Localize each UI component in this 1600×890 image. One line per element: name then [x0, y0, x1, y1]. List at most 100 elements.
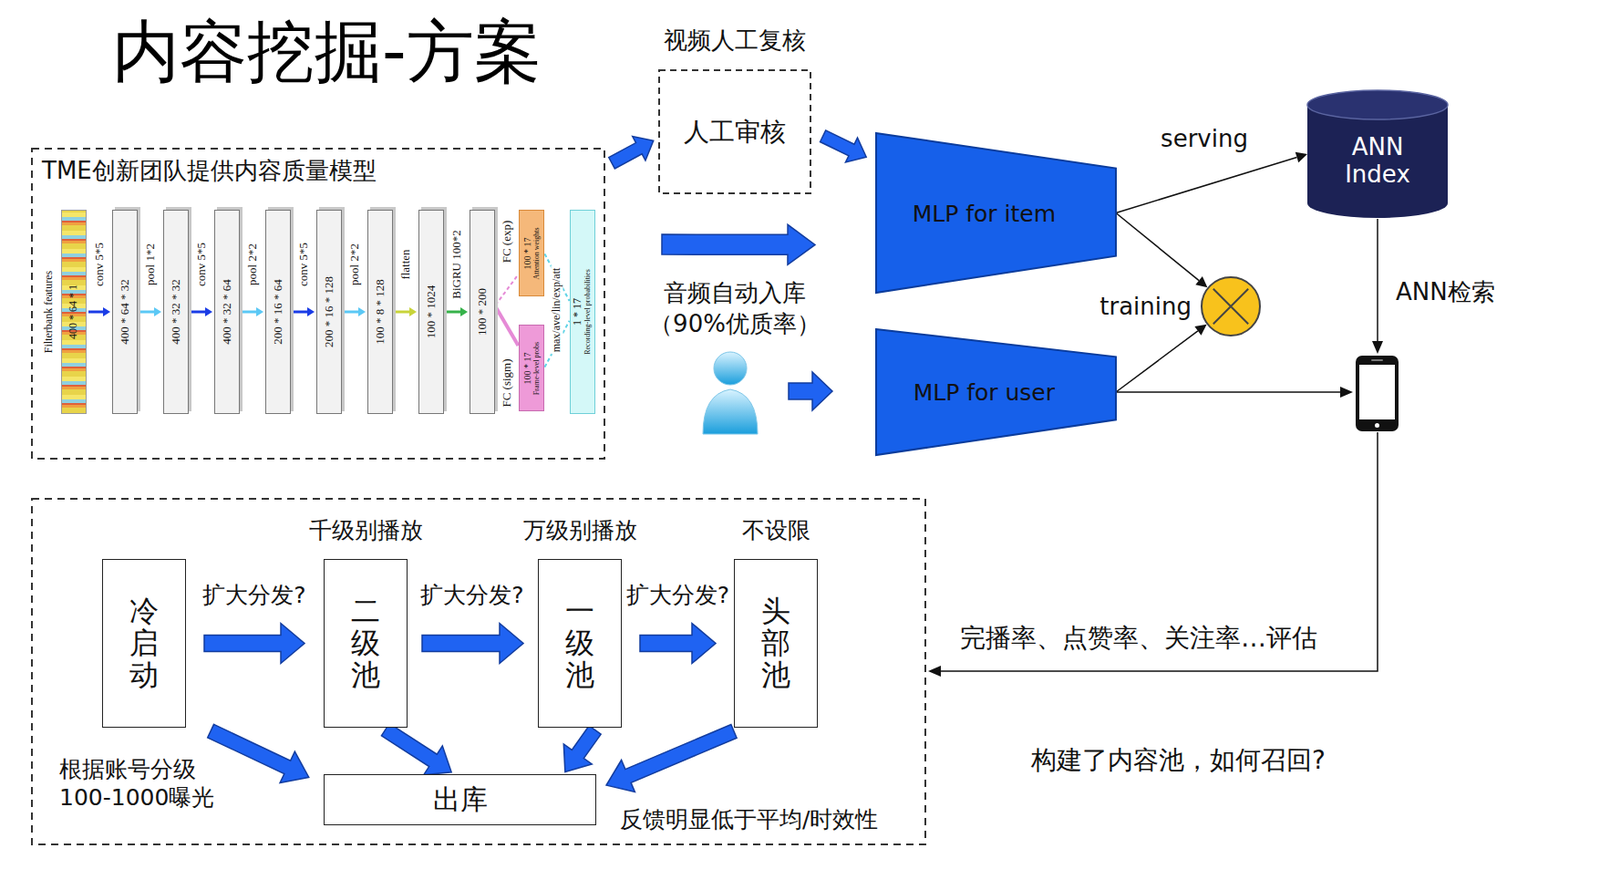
connector: [1115, 213, 1208, 289]
cylinder-top: [1307, 90, 1448, 120]
frame-block: 100 * 17Frame-level probs: [518, 324, 545, 412]
connector: [190, 307, 213, 317]
arrow-head: [1340, 386, 1353, 398]
arrow-head: [928, 665, 941, 677]
node-heading: Filterbank features: [42, 270, 55, 353]
connector-line: [1115, 157, 1298, 214]
edge-label: pool 2*2: [348, 243, 362, 286]
arrow-head: [154, 307, 162, 317]
phone-screen: [1359, 364, 1395, 420]
connector: [139, 307, 162, 317]
arrow-head: [409, 307, 417, 317]
database-cylinder: ANN Index: [1307, 90, 1448, 218]
node-label: 二级池: [350, 595, 381, 692]
layer-bar: 400 * 32 * 64: [214, 209, 240, 414]
block-arrow-shape: [820, 130, 868, 163]
pool-box: 千级别播放二级池: [323, 558, 408, 728]
node-label: Attention weights: [532, 227, 541, 279]
mlp-trapezoid: MLP for user: [876, 329, 1116, 455]
layer-bar: 400 * 32 * 32: [163, 209, 189, 414]
arrow-head: [307, 307, 315, 317]
node-label: 100 * 8 * 128: [373, 278, 387, 345]
connector: [445, 307, 468, 317]
layer-bar: 400 * 64 * 32: [112, 209, 138, 414]
arrow-head: [103, 307, 111, 317]
connector-line: [1115, 330, 1198, 393]
block-arrow-shape: [609, 135, 654, 168]
arrow-head: [205, 307, 213, 317]
node-label: 冷启动: [129, 595, 159, 692]
dashed-group: 根据账号分级 100-1000曝光反馈明显低于平均/时效性冷启动千级别播放二级池…: [30, 497, 927, 846]
node-heading: 不设限: [742, 515, 811, 546]
arrow-head: [1295, 152, 1308, 163]
review-box: 视频人工复核人工审核: [658, 69, 812, 195]
connector-line: [1115, 213, 1199, 281]
connector: [343, 307, 366, 317]
attention-block: 100 * 17Attention weights: [518, 209, 545, 297]
node-label: 100 * 17: [521, 351, 532, 384]
node-label: 100 * 200: [475, 288, 489, 336]
connector-line: [495, 306, 519, 346]
node-label: 400 * 32 * 64: [220, 278, 234, 345]
phone-body: [1355, 355, 1399, 432]
node-heading: 万级别播放: [523, 515, 638, 546]
edge-label: 扩大分发?: [202, 579, 306, 610]
block-arrow-shape: [563, 725, 601, 773]
node-label: 400 * 64 * 1: [67, 284, 80, 340]
block-arrow: [606, 724, 737, 793]
connector-line: [292, 310, 308, 314]
connector-line: [445, 310, 461, 314]
edge-label: FC (sigm): [500, 358, 514, 407]
mlp-trapezoid: MLP for item: [876, 133, 1116, 293]
dashed-group: TME创新团队提供内容质量模型Filterbank features400 * …: [30, 147, 606, 460]
node-label: 头部池: [761, 595, 791, 692]
edge-label: conv 5*5: [92, 242, 106, 287]
feedback-wire: [940, 432, 1378, 671]
pool-box: 不设限头部池: [733, 558, 818, 728]
node-label: MLP for item: [912, 199, 1056, 227]
node-label: 根据账号分级 100-1000曝光: [59, 754, 228, 813]
connector: [1115, 152, 1308, 214]
block-arrow: [381, 722, 452, 775]
layer-bar: 100 * 1024: [418, 209, 444, 414]
block-arrow: [422, 623, 524, 664]
cross-mark: [1213, 289, 1249, 324]
layer-bar: 100 * 200: [469, 209, 496, 414]
trapezoid-shape: [876, 133, 1116, 293]
node-heading: 千级别播放: [309, 515, 424, 546]
edge-label: pool 2*2: [246, 243, 259, 286]
node-label: 反馈明显低于平均/时效性: [619, 804, 878, 835]
arrow-head: [460, 307, 468, 317]
connector: [88, 307, 111, 317]
block-arrow: [640, 623, 716, 664]
arrow-head: [358, 307, 366, 317]
phone-speaker: [1371, 359, 1384, 362]
node-shape: [1200, 276, 1261, 337]
block-arrow: [820, 130, 868, 163]
node-label: 1 * 17: [572, 298, 585, 326]
pool-box: 冷启动: [102, 558, 186, 728]
edge-label: flatten: [399, 248, 413, 279]
connector-line: [88, 310, 104, 314]
node-label: MLP for user: [913, 379, 1055, 406]
arrow-head: [1372, 340, 1384, 354]
node-label: 400 * 32 * 32: [169, 278, 183, 345]
node-heading: 视频人工复核: [663, 24, 806, 57]
block-arrow: [788, 371, 833, 411]
wire: [1376, 218, 1379, 343]
note-label: 完播率、点赞率、关注率…评估: [960, 620, 1318, 656]
connector: [241, 307, 264, 317]
person-icon: [702, 351, 758, 434]
node-label: 100 * 1024: [424, 285, 438, 340]
layer-bar: 200 * 16 * 128: [316, 209, 342, 414]
node-label: 出库: [433, 781, 488, 819]
node-label: 400 * 64 * 32: [118, 278, 132, 345]
dashed-outline: [31, 148, 605, 459]
person-head: [713, 351, 747, 385]
block-arrow: [207, 723, 310, 783]
node-label: 人工审核: [683, 114, 786, 150]
connector-line: [495, 274, 519, 305]
connector: [495, 274, 519, 305]
arrow-head: [1195, 276, 1208, 288]
connector: [1115, 324, 1208, 393]
